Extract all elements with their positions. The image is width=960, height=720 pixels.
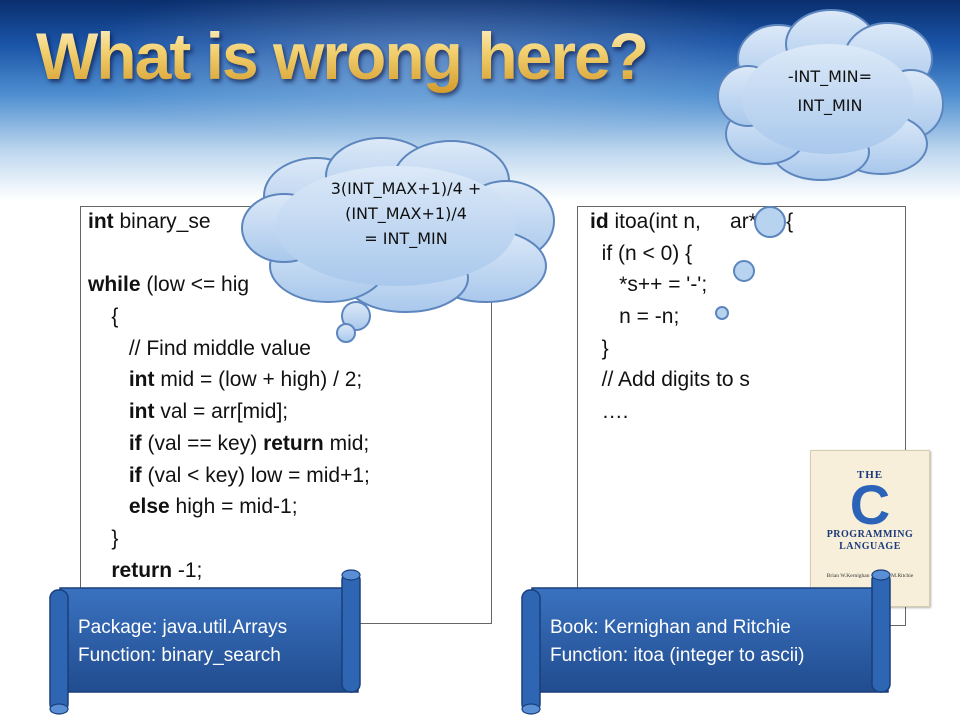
right-code-text: if (n < 0) { bbox=[590, 241, 693, 265]
left-code-text: val = arr[mid]; bbox=[154, 400, 289, 424]
left-code-keyword: return bbox=[263, 431, 324, 455]
left-code-text bbox=[88, 495, 129, 518]
left-code-text: -1; bbox=[172, 558, 203, 582]
right-code-text: …. bbox=[590, 400, 629, 424]
left-code-keyword: if bbox=[128, 463, 142, 487]
scroll-banner-left bbox=[49, 569, 361, 715]
thought-cloud-top-right bbox=[717, 9, 944, 181]
left-code-line: int mid = (low + high) / 2; bbox=[88, 364, 370, 396]
scroll-left-line2: Function: binary_search bbox=[78, 645, 281, 666]
left-code-text: mid; bbox=[323, 431, 370, 455]
left-code-text: mid = (low + high) / 2; bbox=[154, 368, 363, 392]
left-code-keyword: return bbox=[111, 558, 173, 582]
right-code-text: n = -n; bbox=[590, 305, 680, 329]
left-code-text: binary_se bbox=[113, 210, 211, 233]
cloud-middle-line1: 3(INT_MAX+1)/4 + bbox=[330, 179, 482, 198]
right-code-line: } bbox=[590, 333, 793, 365]
left-code-text: (val < key) low = mid+1; bbox=[141, 463, 370, 487]
book-c-letter: C bbox=[849, 473, 891, 536]
left-code-text: high = mid-1; bbox=[169, 495, 298, 519]
left-code-text: } bbox=[88, 526, 119, 550]
left-code-text: { bbox=[88, 305, 119, 329]
left-code-text: (val == key) bbox=[141, 431, 264, 455]
left-code-text: (low <= hig bbox=[140, 273, 250, 297]
scroll-right-line2: Function: itoa (integer to ascii) bbox=[550, 645, 805, 666]
left-code-keyword: int bbox=[128, 368, 155, 392]
left-code-line: if (val < key) low = mid+1; bbox=[88, 460, 370, 492]
c-programming-language-book-cover: THE C PROGRAMMING LANGUAGE Brian W.Kerni… bbox=[810, 450, 930, 607]
cloud-top-right-line1: -INT_MIN= bbox=[787, 67, 873, 86]
left-code-line: { bbox=[88, 301, 370, 333]
left-code-text: // Find middle value bbox=[88, 336, 311, 360]
left-code-line: while (low <= hig bbox=[88, 269, 370, 301]
left-code-keyword: if bbox=[128, 431, 142, 455]
scroll-left-text: Package: java.util.Arrays Function: bina… bbox=[78, 614, 287, 670]
left-code-keyword: int bbox=[88, 210, 114, 233]
right-code-line: …. bbox=[590, 396, 793, 428]
scroll-right-text: Book: Kernighan and Ritchie Function: it… bbox=[550, 614, 805, 670]
cloud-top-right-text: -INT_MIN= INT_MIN bbox=[750, 62, 910, 120]
cloud-middle-line2: (INT_MAX+1)/4 bbox=[345, 204, 467, 223]
scroll-banner-right bbox=[521, 569, 891, 715]
left-code-line: int val = arr[mid]; bbox=[88, 396, 370, 428]
cloud-middle-text: 3(INT_MAX+1)/4 + (INT_MAX+1)/4 = INT_MIN bbox=[286, 176, 526, 251]
left-code-line: int binary_se bbox=[88, 206, 370, 238]
right-code-text: *s++ = '-'; bbox=[590, 273, 708, 297]
right-code-line: // Add digits to s bbox=[590, 364, 793, 396]
scroll-right-line1: Book: Kernighan and Ritchie bbox=[550, 617, 791, 638]
right-code-line: n = -n; bbox=[590, 301, 793, 333]
left-code-keyword: else bbox=[128, 495, 170, 519]
right-code-line: *s++ = '-'; bbox=[590, 269, 793, 301]
right-code-line: if (n < 0) { bbox=[590, 238, 793, 270]
book-subtitle-line2: LANGUAGE bbox=[839, 541, 901, 552]
left-code-keyword: int bbox=[128, 400, 155, 424]
left-code-text bbox=[88, 368, 129, 391]
left-code-line: if (val == key) return mid; bbox=[88, 428, 370, 460]
left-code-text bbox=[88, 400, 129, 423]
right-code-keyword: id bbox=[590, 210, 609, 233]
left-code-text bbox=[88, 432, 129, 455]
right-code-text: // Add digits to s bbox=[590, 368, 750, 392]
left-code-line: // Find middle value bbox=[88, 333, 370, 365]
thought-bubble-trail-right bbox=[715, 206, 786, 320]
left-code-line: } bbox=[88, 523, 370, 555]
book-subtitle: PROGRAMMING LANGUAGE bbox=[811, 529, 929, 553]
slide-title: What is wrong here? bbox=[36, 19, 649, 93]
book-authors: Brian W.Kernighan • Dennis M.Ritchie bbox=[826, 573, 914, 579]
right-code-text: } bbox=[590, 336, 609, 360]
left-code-line: return -1; bbox=[88, 555, 370, 587]
cloud-top-right-line2: INT_MIN bbox=[797, 96, 863, 115]
left-code-keyword: while bbox=[88, 273, 141, 297]
cloud-middle-line3: = INT_MIN bbox=[364, 229, 448, 248]
book-the-text: THE bbox=[856, 469, 884, 481]
right-code-block: id itoa(int n, ar* s) { if (n < 0) { *s+… bbox=[590, 206, 793, 428]
left-code-line: else high = mid-1; bbox=[88, 491, 370, 523]
book-subtitle-line1: PROGRAMMING bbox=[826, 529, 914, 540]
thought-cloud-middle bbox=[241, 137, 555, 343]
left-code-text bbox=[88, 464, 129, 487]
scroll-left-line1: Package: java.util.Arrays bbox=[78, 617, 288, 638]
